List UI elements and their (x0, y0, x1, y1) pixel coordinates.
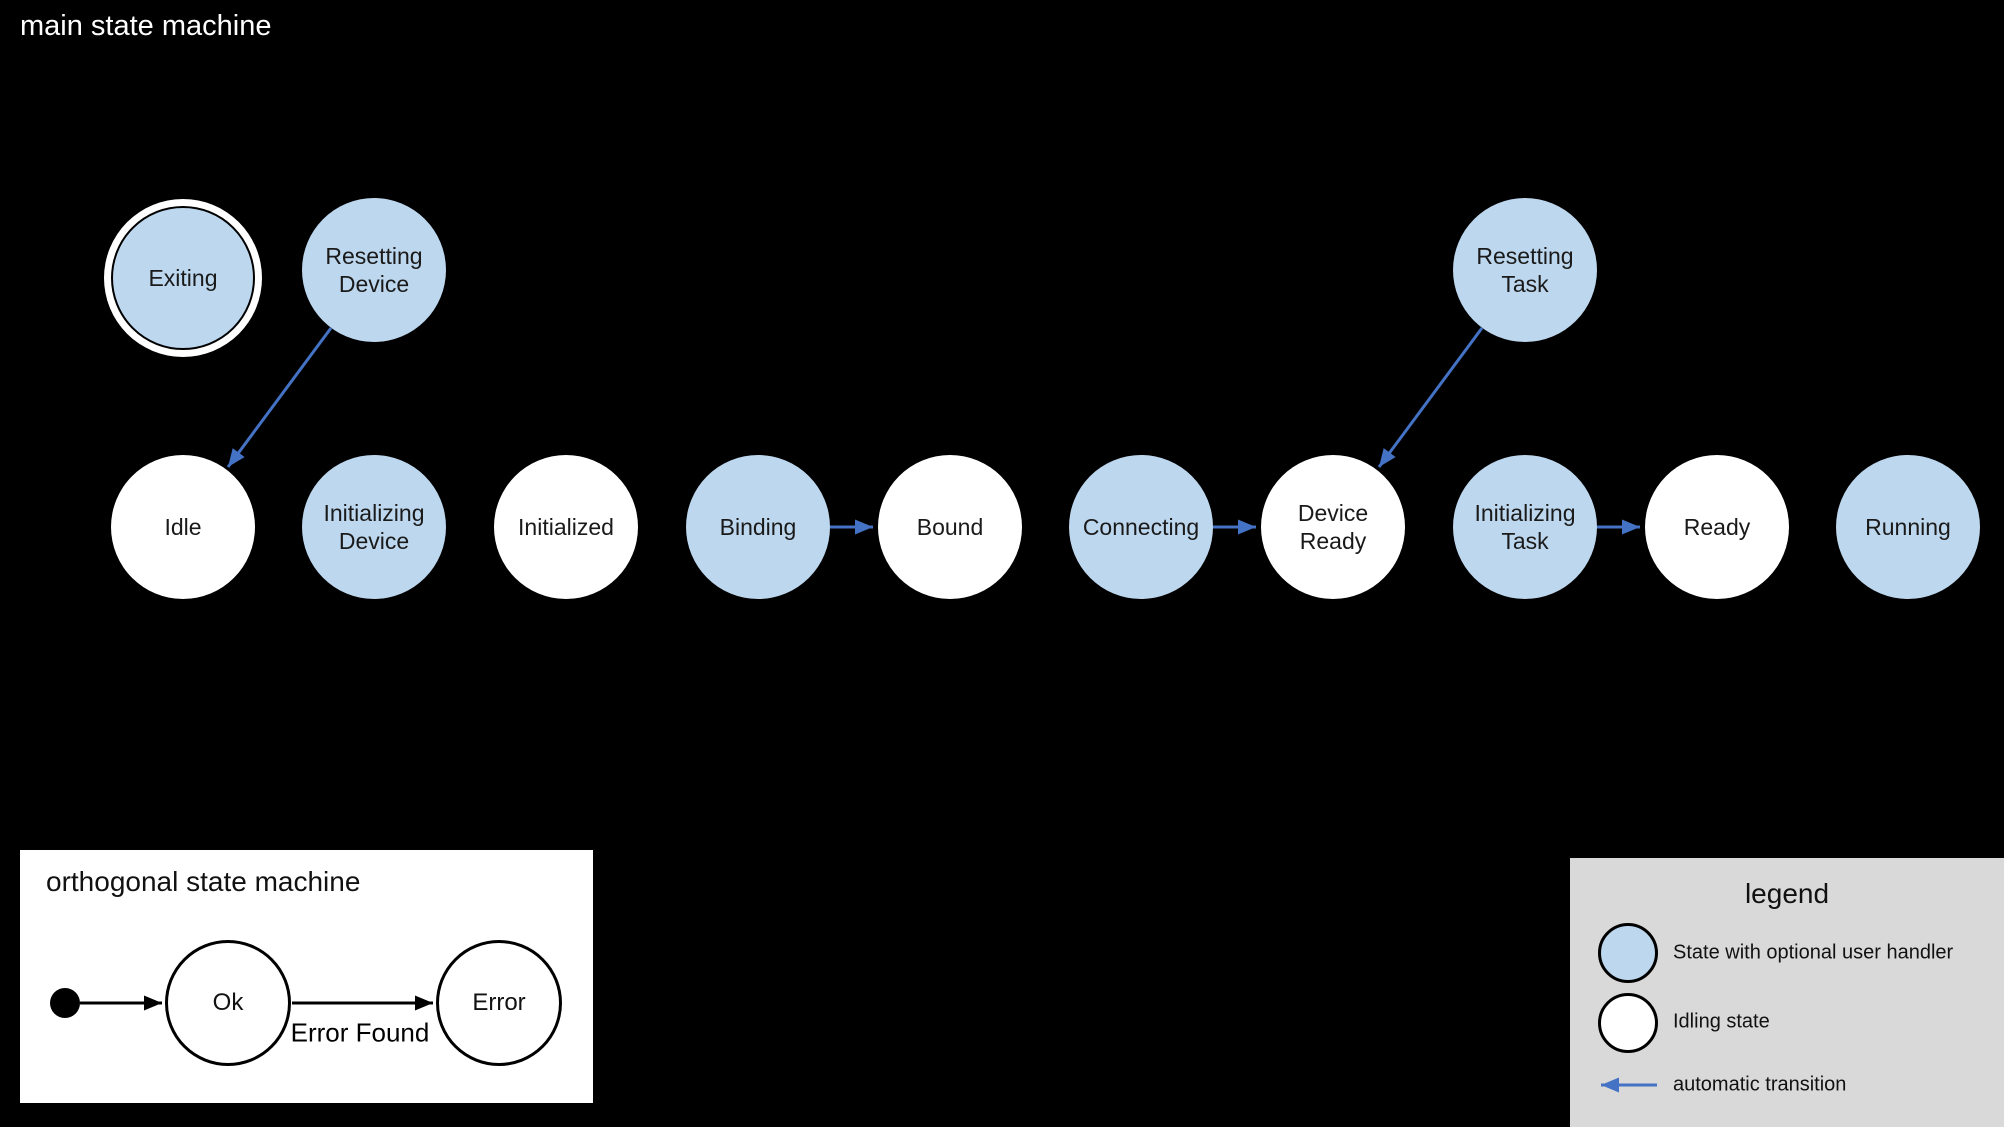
state-label: Initialized (518, 513, 614, 540)
state-error: Error (436, 940, 562, 1066)
legend-title: legend (1744, 878, 1830, 909)
orthogonal-machine-title: orthogonal state machine (46, 866, 361, 897)
state-ready: Ready (1645, 455, 1789, 599)
state-label: Running (1865, 513, 1951, 540)
state-bound: Bound (878, 455, 1022, 599)
state-initializing-task: Initializing Task (1453, 455, 1597, 599)
idling-state-swatch (1598, 993, 1658, 1053)
state-initializing-device: Initializing Device (302, 455, 446, 599)
state-label: Initializing Device (323, 499, 425, 554)
transition-resetting-task-to-device-ready (1377, 327, 1484, 468)
state-label: Error (472, 989, 526, 1016)
state-label: Ok (212, 989, 244, 1016)
transition-label-error-found: Error Found (290, 1017, 430, 1048)
main-machine-title: main state machine (20, 10, 272, 42)
state-running: Running (1836, 455, 1980, 599)
user-handler-state-swatch (1598, 923, 1658, 983)
state-resetting-device: Resetting Device (302, 198, 446, 342)
state-connecting: Connecting (1069, 455, 1213, 599)
legend-item-label: State with optional user handler (1673, 941, 1954, 964)
state-label: Device Ready (1297, 499, 1369, 554)
state-resetting-task: Resetting Task (1453, 198, 1597, 342)
state-label: Ready (1683, 513, 1751, 540)
state-ok: Ok (165, 940, 291, 1066)
state-label: Idle (164, 513, 202, 540)
transition-resetting-device-to-idle (226, 327, 333, 468)
state-label: Connecting (1082, 513, 1200, 540)
state-exiting: Exiting (111, 206, 255, 350)
state-device-ready: Device Ready (1261, 455, 1405, 599)
state-binding: Binding (686, 455, 830, 599)
state-label: Binding (719, 513, 797, 540)
state-label: Bound (916, 513, 984, 540)
legend-item-label: automatic transition (1673, 1073, 1847, 1096)
legend-item-label: Idling state (1673, 1010, 1770, 1033)
state-label: Resetting Device (325, 242, 423, 297)
state-label: Resetting Task (1476, 242, 1574, 297)
state-label: Initializing Task (1474, 499, 1576, 554)
state-idle: Idle (111, 455, 255, 599)
state-initialized: Initialized (494, 455, 638, 599)
initial-state-dot (50, 988, 80, 1018)
legend-panel: legend State with optional user handler … (1570, 858, 2004, 1127)
state-label: Exiting (148, 264, 218, 291)
